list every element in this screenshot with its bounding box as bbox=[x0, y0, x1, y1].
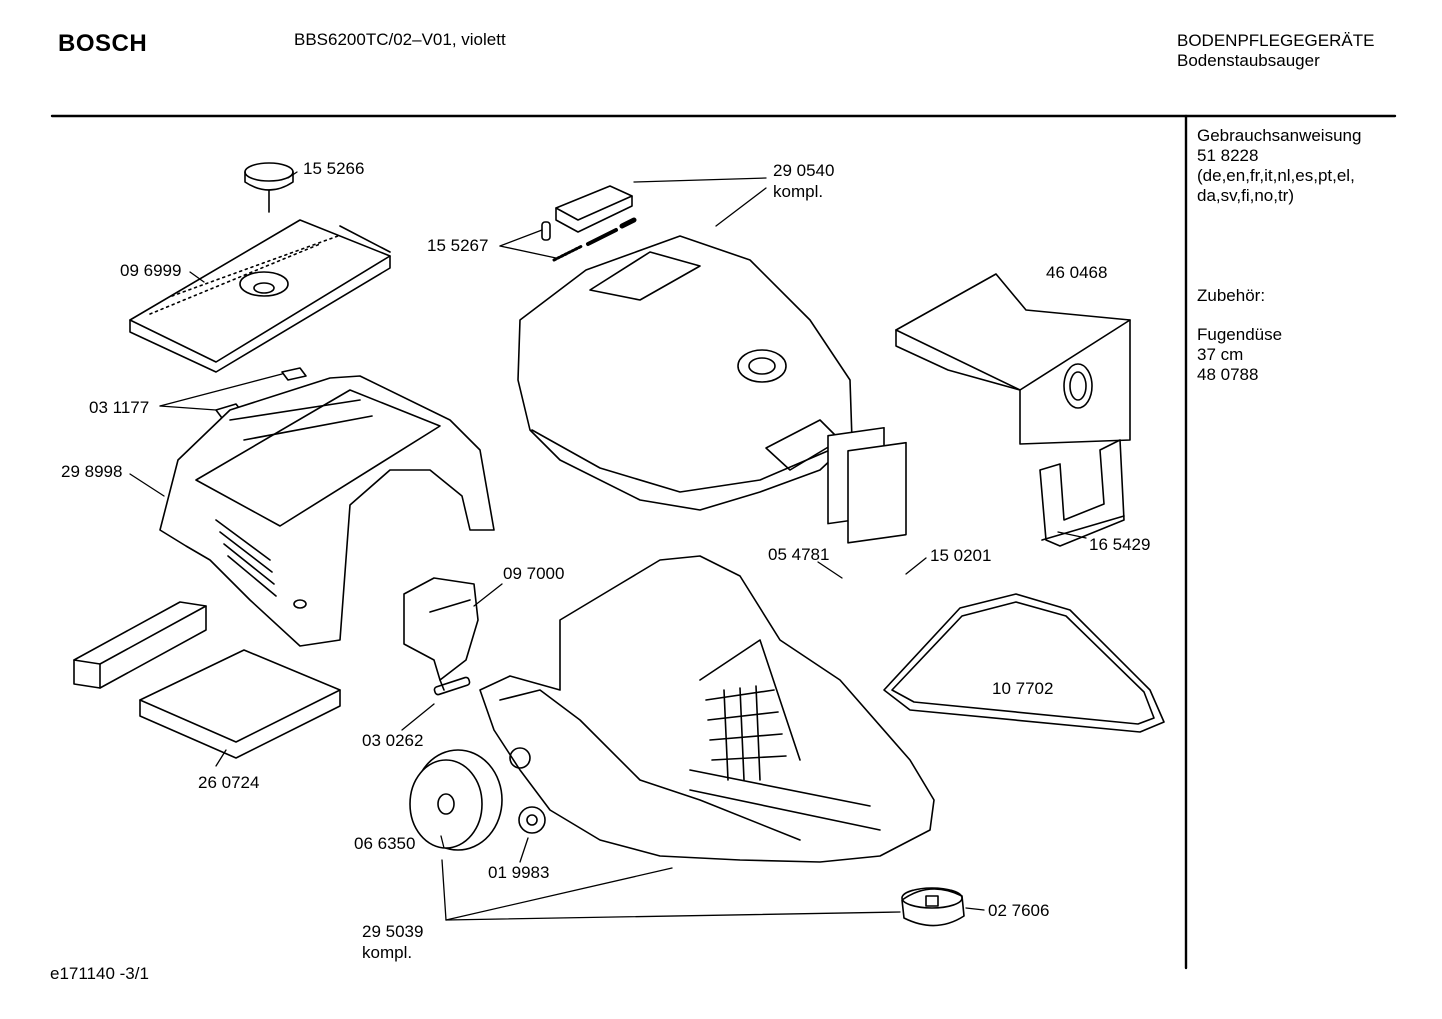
axle-part bbox=[433, 676, 471, 696]
part-label-097000: 09 7000 bbox=[503, 564, 565, 583]
part-label-298998: 29 8998 bbox=[61, 462, 123, 481]
part-label-019983: 01 9983 bbox=[488, 863, 550, 882]
base-body-part bbox=[479, 555, 935, 863]
part-label-155266: 15 5266 bbox=[303, 159, 365, 178]
castor-part bbox=[901, 887, 965, 927]
lid-latch-part bbox=[555, 185, 633, 233]
air-duct-part bbox=[403, 577, 479, 691]
spring-parts bbox=[541, 217, 637, 262]
lid-part bbox=[517, 235, 853, 511]
category-subtitle: Bodenstaubsauger bbox=[1177, 51, 1320, 70]
wheel-part bbox=[409, 749, 503, 851]
part-label-066350: 06 6350 bbox=[354, 834, 416, 853]
accessories-title: Zubehör: bbox=[1197, 286, 1266, 305]
part-label-054781: 05 4781 bbox=[768, 545, 830, 564]
filter-pad-b bbox=[847, 441, 907, 544]
part-label-027606: 02 7606 bbox=[988, 901, 1050, 920]
part-label-150201: 15 0201 bbox=[930, 546, 992, 565]
part-label-031177: 03 1177 bbox=[89, 398, 150, 417]
part-label-107702: 10 7702 bbox=[992, 679, 1054, 698]
clip-part-a bbox=[281, 367, 307, 381]
part-label-260724: 26 0724 bbox=[198, 773, 260, 792]
base-plate-part bbox=[139, 649, 341, 759]
knob-part bbox=[244, 162, 294, 213]
part-label-295039-note: kompl. bbox=[362, 943, 413, 962]
drawing-id: e171140 -3/1 bbox=[50, 964, 149, 983]
category-title: BODENPFLEGEGERÄTE bbox=[1177, 31, 1375, 50]
accessory-name: Fugendüse bbox=[1197, 325, 1283, 344]
part-label-165429: 16 5429 bbox=[1089, 535, 1151, 554]
seal-ring-part bbox=[883, 593, 1165, 733]
accessory-number: 48 0788 bbox=[1197, 365, 1259, 384]
manual-languages-line1: (de,en,fr,it,nl,es,pt,el, bbox=[1197, 166, 1355, 185]
housing-top-part bbox=[159, 375, 495, 647]
part-label-096999: 09 6999 bbox=[120, 261, 182, 280]
manual-title: Gebrauchsanweisung bbox=[1197, 126, 1362, 145]
model-title: BBS6200TC/02–V01, violett bbox=[294, 30, 506, 49]
part-label-290540: 29 0540 bbox=[773, 161, 835, 180]
dust-bag-part bbox=[895, 273, 1131, 445]
filter-cover-part bbox=[129, 219, 391, 373]
brand-logo: BOSCH bbox=[58, 30, 148, 57]
accessory-size: 37 cm bbox=[1197, 345, 1244, 364]
foam-block-part bbox=[73, 601, 207, 689]
part-label-030262: 03 0262 bbox=[362, 731, 424, 750]
bag-holder-part bbox=[1039, 439, 1125, 547]
manual-number: 51 8228 bbox=[1197, 146, 1259, 165]
part-label-290540-note: kompl. bbox=[773, 182, 824, 201]
part-label-295039: 29 5039 bbox=[362, 922, 424, 941]
part-label-460468: 46 0468 bbox=[1046, 263, 1108, 282]
hub-part bbox=[518, 806, 546, 834]
part-label-155267: 15 5267 bbox=[427, 236, 489, 255]
manual-languages-line2: da,sv,fi,no,tr) bbox=[1197, 186, 1294, 205]
